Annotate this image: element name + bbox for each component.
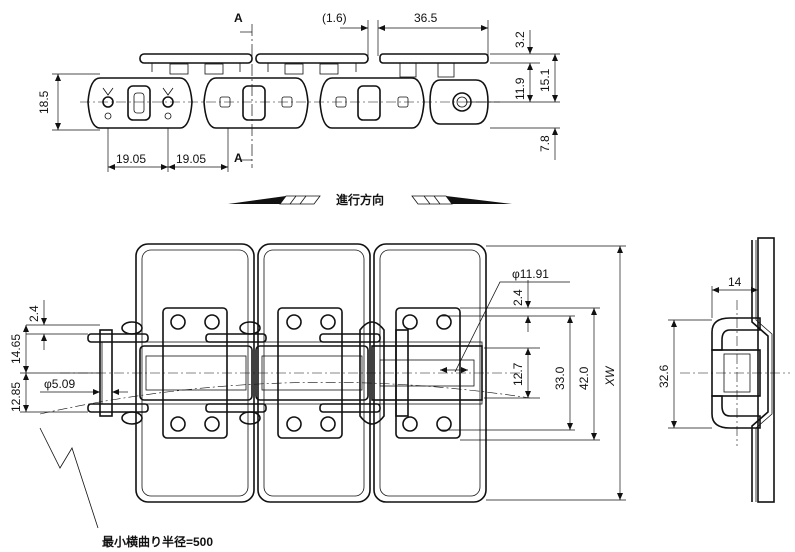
- section-mark-top: A: [234, 11, 243, 25]
- dim-h-15-1: 15.1: [538, 68, 552, 92]
- chain-links: [87, 77, 489, 129]
- dim-gap: (1.6): [322, 11, 347, 25]
- dim-5-09: φ5.09: [44, 377, 75, 391]
- dim-14-65: 14.65: [9, 334, 23, 364]
- dim-xw: XW: [603, 365, 617, 387]
- dim-height-left: 18.5: [37, 90, 51, 114]
- top-plates: [139, 53, 489, 78]
- dim-pin-dia: φ11.91: [512, 267, 549, 281]
- section-mark-bottom: A: [234, 151, 243, 165]
- dim-33-0: 33.0: [553, 366, 567, 390]
- dim-2-4-top: 2.4: [511, 289, 525, 306]
- dim-14: 14: [728, 275, 742, 289]
- dim-pitch-2: 19.05: [176, 152, 206, 166]
- dim-plate-width: 36.5: [414, 11, 438, 25]
- dim-42-0: 42.0: [577, 366, 591, 390]
- dim-thickness: 3.2: [513, 31, 527, 48]
- dim-pitch-1: 19.05: [116, 152, 146, 166]
- top-view: A A 19.05 19.05 18.5 (1.6) 36.5 3.2 11.: [37, 11, 560, 172]
- direction-indicator: 進行方向: [228, 192, 512, 207]
- plan-view: 最小横曲り半径=500 2.4 14.65 12.85 φ5.09 2.4 12…: [9, 243, 626, 549]
- dim-2-4-left: 2.4: [27, 305, 41, 322]
- min-radius-note: 最小横曲り半径=500: [102, 534, 213, 549]
- dim-h-11-9: 11.9: [513, 77, 527, 100]
- side-view: 14 32.6: [657, 237, 790, 503]
- dim-12-85: 12.85: [9, 382, 23, 412]
- direction-label: 進行方向: [336, 192, 384, 207]
- dim-12-7: 12.7: [511, 362, 525, 386]
- dim-h-7-8: 7.8: [538, 135, 552, 152]
- dim-32-6: 32.6: [657, 364, 671, 388]
